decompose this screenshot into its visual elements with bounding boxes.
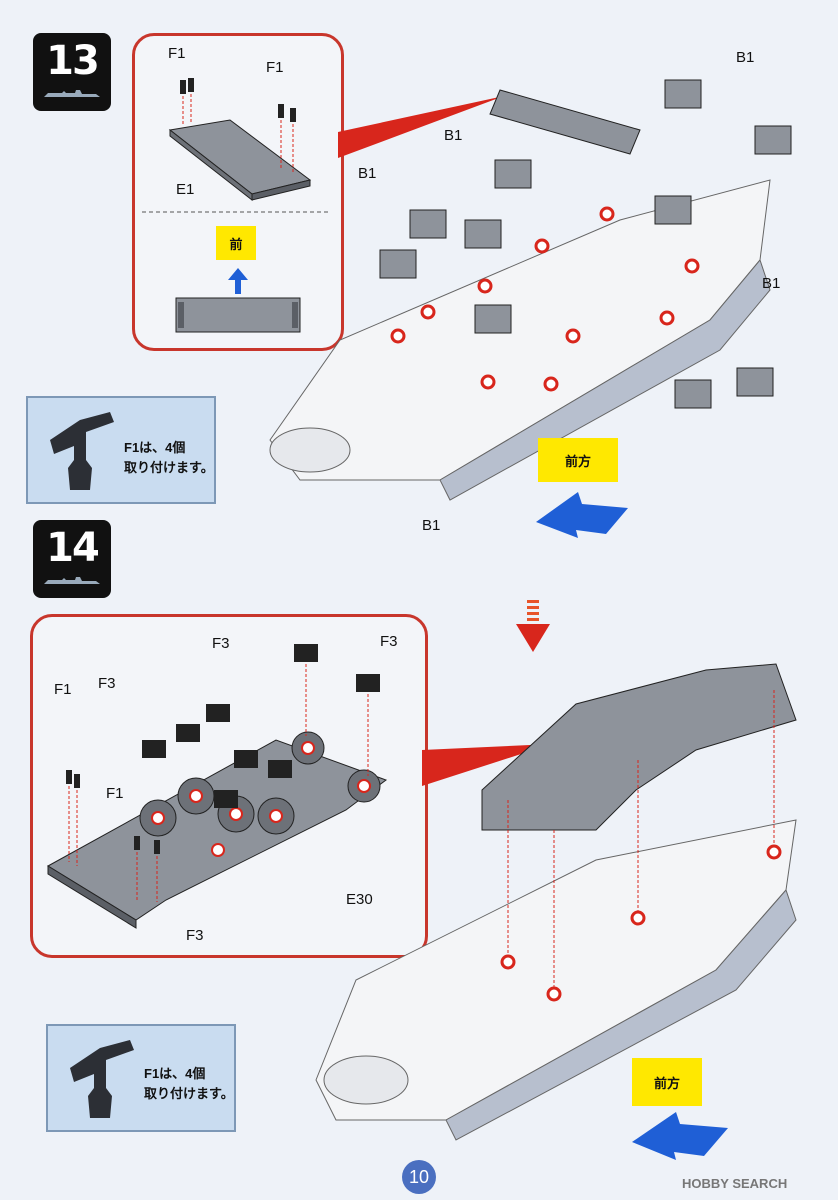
page-number: 10: [402, 1160, 436, 1194]
f1-part-icon: [70, 1040, 134, 1118]
ship-silhouette-icon: [44, 577, 100, 584]
watermark: HOBBY SEARCH: [682, 1176, 788, 1191]
label-b1: B1: [444, 127, 463, 144]
label-f1: F1: [54, 681, 72, 698]
e1-part-side-view: [175, 297, 301, 333]
label-f3: F3: [380, 633, 398, 650]
step-14-badge: 14: [33, 520, 111, 598]
label-f3: F3: [98, 675, 116, 692]
label-b1: B1: [736, 49, 755, 66]
step-number: 13: [46, 38, 100, 84]
label-b1: B1: [422, 517, 441, 534]
label-f1: F1: [168, 45, 186, 62]
label-b1: B1: [358, 165, 377, 182]
arrow-forward-icon: [632, 1112, 728, 1160]
note-line: 取り付けます。: [124, 460, 214, 475]
arrow-forward-icon: [536, 492, 628, 538]
note-line: F1は、4個: [144, 1066, 206, 1081]
label-f1: F1: [266, 59, 284, 76]
callout-pointer: [142, 96, 504, 213]
label-f1: F1: [106, 785, 124, 802]
f1-part-icon: [50, 412, 114, 490]
label-e1: E1: [176, 181, 195, 198]
note-line: 取り付けます。: [144, 1086, 234, 1101]
arrow-down-icon: [516, 600, 550, 652]
label-e30: E30: [346, 891, 373, 908]
step-13-badge: 13: [33, 33, 111, 111]
step-13-main-assembly-diagram: [269, 79, 792, 501]
e1-part-assembly-diagram: [168, 78, 312, 202]
front-tag: 前: [216, 226, 256, 260]
direction-tag: 前方: [538, 438, 618, 482]
step-14-main-assembly-diagram: [315, 663, 797, 1141]
direction-tag: 前方: [632, 1058, 702, 1106]
note-line: F1は、4個: [124, 440, 186, 455]
label-f3: F3: [186, 927, 204, 944]
step-number: 14: [46, 525, 100, 571]
label-b1: B1: [762, 275, 781, 292]
label-f3: F3: [212, 635, 230, 652]
arrow-up-icon: [228, 268, 248, 294]
ship-silhouette-icon: [44, 90, 100, 97]
callout-pointer: [422, 744, 552, 786]
e30-part-assembly-diagram: [47, 644, 388, 929]
